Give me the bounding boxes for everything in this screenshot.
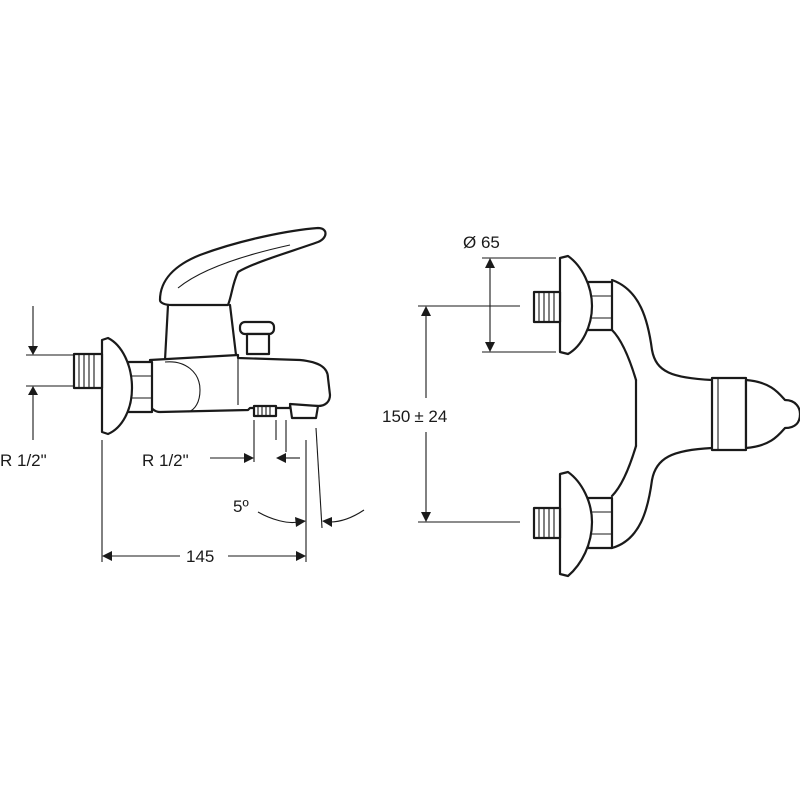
top-view: Ø 65 150± 24 <box>382 233 800 578</box>
dim-outlet-thread <box>210 420 300 463</box>
lower-thread <box>532 506 562 540</box>
side-view: R 1/2" R 1/2" 5º <box>0 226 365 566</box>
upper-flange <box>558 254 594 356</box>
spout-tip <box>288 402 320 420</box>
lever-handle <box>158 226 327 307</box>
inlet-thread-label: R 1/2" <box>0 451 47 470</box>
upper-inlet <box>532 254 614 356</box>
spout-angle-label: 5º <box>233 497 249 516</box>
dim-spout-angle <box>257 427 365 562</box>
outlet-thread-label: R 1/2" <box>142 451 189 470</box>
mixer-body <box>148 353 332 414</box>
lever-neck <box>163 303 238 362</box>
upper-arm-inner <box>610 328 638 382</box>
center-distance-label: 150± 24 <box>382 407 447 426</box>
projection-label: 145 <box>186 547 214 566</box>
lower-thread-lines <box>538 508 555 538</box>
body-detail <box>164 361 201 413</box>
lever-highlight <box>177 244 291 289</box>
outlet-thread <box>252 404 278 418</box>
dim-inlet-height <box>26 306 74 440</box>
cartridge-cap <box>744 378 800 450</box>
inlet-threads <box>78 354 95 388</box>
wall-flange <box>100 336 134 436</box>
center-distance-value: 150 <box>382 407 410 426</box>
upper-thread-lines <box>538 292 555 322</box>
lower-arm <box>610 446 714 550</box>
upper-arm <box>610 278 714 382</box>
inlet-pipe <box>72 352 104 390</box>
lower-arm-inner <box>610 444 638 498</box>
inlet-thread <box>72 352 104 390</box>
dim-center-distance <box>418 305 520 523</box>
flange-diameter-label: Ø 65 <box>463 233 500 252</box>
dim-projection <box>101 440 306 562</box>
lower-flange <box>558 470 594 578</box>
outlet-nut <box>252 404 278 418</box>
knob-stem <box>245 332 271 356</box>
outlet-threads <box>257 406 271 416</box>
lower-inlet <box>532 470 614 578</box>
body-top-view <box>710 376 800 452</box>
upper-thread <box>532 290 562 324</box>
dim-flange-diameter <box>482 257 556 353</box>
diverter-knob <box>238 320 276 356</box>
center-distance-tolerance: ± 24 <box>414 407 447 426</box>
knob-cap <box>238 320 276 336</box>
body-collar <box>710 376 748 452</box>
